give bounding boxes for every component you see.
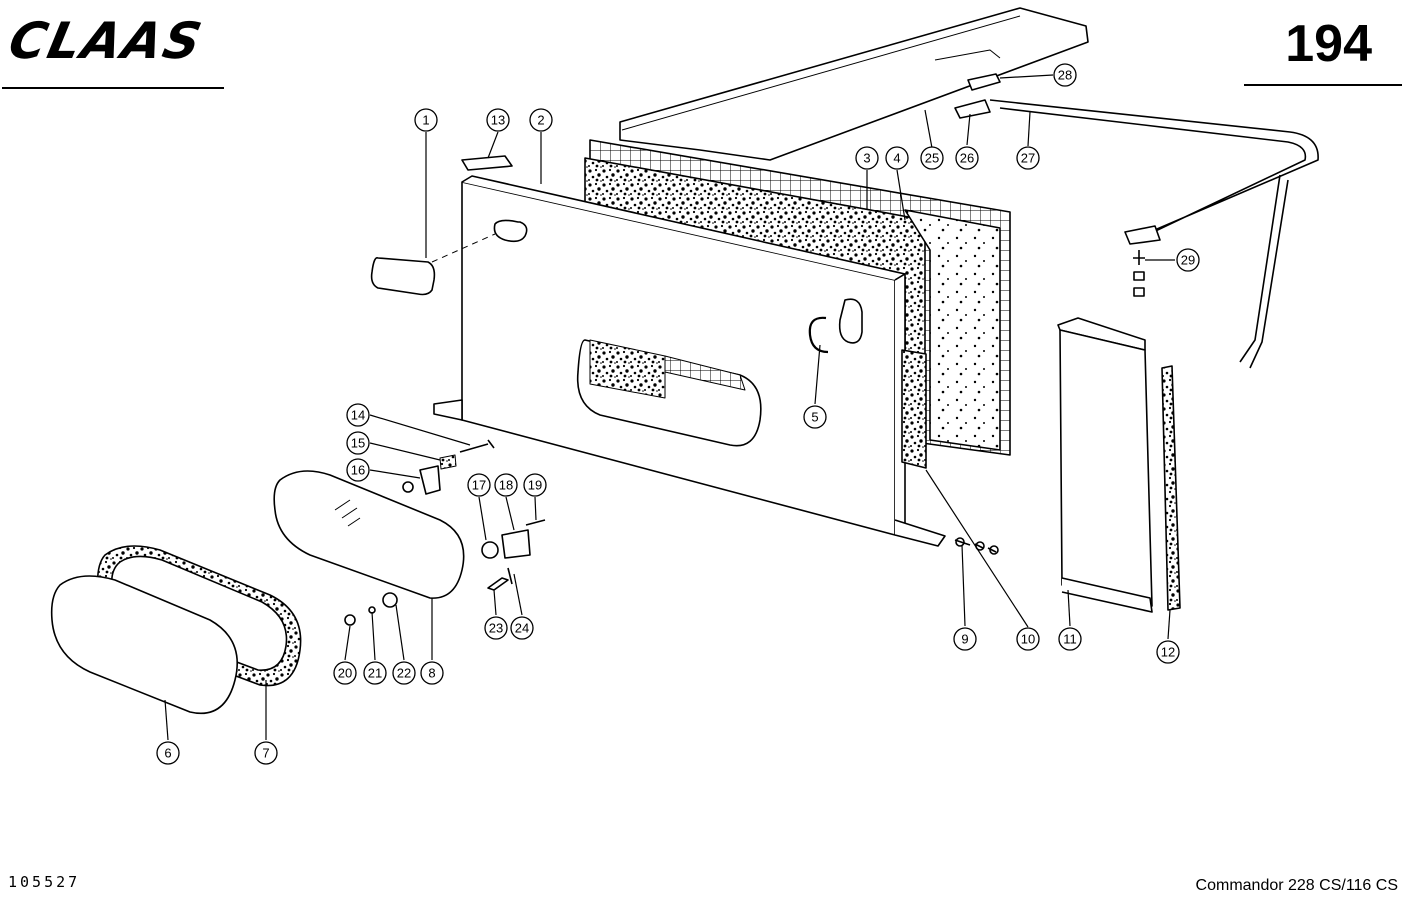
callout-label: 1 (422, 113, 429, 128)
callout-label: 6 (164, 746, 171, 761)
callout-label: 20 (338, 666, 352, 681)
part-28-clip (967, 73, 1001, 91)
callout-16: 16 (346, 458, 370, 482)
callout-2: 2 (529, 108, 553, 132)
callout-label: 10 (1021, 632, 1035, 647)
part-23-clip (487, 577, 509, 591)
callout-label: 23 (489, 621, 503, 636)
header-rule-right (1244, 84, 1402, 86)
callout-label: 16 (351, 463, 365, 478)
callout-24: 24 (510, 616, 534, 640)
callout-11: 11 (1058, 627, 1082, 651)
part-16-latch (419, 465, 441, 495)
callout-1: 1 (414, 108, 438, 132)
callout-13: 13 (486, 108, 510, 132)
callout-18: 18 (494, 473, 518, 497)
callout-label: 14 (351, 408, 365, 423)
callout-26: 26 (955, 146, 979, 170)
part-12-strip (1161, 365, 1181, 611)
callout-3: 3 (855, 146, 879, 170)
part-13-plate (461, 155, 513, 171)
callout-27: 27 (1016, 146, 1040, 170)
header-rule-left (2, 87, 224, 89)
callout-25: 25 (920, 146, 944, 170)
callout-8: 8 (420, 661, 444, 685)
callout-9: 9 (953, 627, 977, 651)
part-14-bolt (459, 439, 495, 453)
callout-17: 17 (467, 473, 491, 497)
callout-23: 23 (484, 616, 508, 640)
callout-label: 5 (811, 410, 818, 425)
part-15-spring (439, 454, 457, 470)
callout-14: 14 (346, 403, 370, 427)
callout-4: 4 (885, 146, 909, 170)
callout-label: 11 (1063, 632, 1077, 647)
callout-28: 28 (1053, 63, 1077, 87)
callout-7: 7 (254, 741, 278, 765)
callout-label: 25 (925, 151, 939, 166)
callout-20: 20 (333, 661, 357, 685)
callout-label: 8 (428, 666, 435, 681)
part-1-plate (370, 257, 436, 296)
part-29-bolt (1133, 250, 1145, 297)
callout-label: 15 (351, 436, 365, 451)
callout-label: 4 (893, 151, 900, 166)
callout-label: 7 (262, 746, 269, 761)
part-6-glass (50, 575, 239, 714)
part-19-screw (525, 519, 546, 526)
callout-label: 2 (537, 113, 544, 128)
callout-29: 29 (1176, 248, 1200, 272)
part-8-glass (273, 470, 465, 599)
part-18-clip (501, 529, 531, 559)
callout-label: 18 (499, 478, 513, 493)
callout-label: 27 (1021, 151, 1035, 166)
callout-21: 21 (363, 661, 387, 685)
callout-label: 24 (515, 621, 529, 636)
callout-label: 12 (1161, 645, 1175, 660)
callout-label: 13 (491, 113, 505, 128)
page-number: 194 (1285, 15, 1372, 73)
callout-label: 19 (528, 478, 542, 493)
callout-19: 19 (523, 473, 547, 497)
callout-6: 6 (156, 741, 180, 765)
callout-label: 22 (397, 666, 411, 681)
callout-label: 9 (961, 632, 968, 647)
callout-label: 26 (960, 151, 974, 166)
part-27-rod (989, 99, 1319, 237)
document-number: 105527 (8, 873, 81, 891)
callout-label: 21 (368, 666, 382, 681)
part-20-nut (344, 614, 356, 626)
callout-22: 22 (392, 661, 416, 685)
part-24-screw (507, 567, 513, 585)
part-26-bracket (954, 99, 991, 119)
callout-10: 10 (1016, 627, 1040, 651)
callout-15: 15 (346, 431, 370, 455)
roof-panel (619, 7, 1089, 161)
part-22-washer (382, 592, 398, 608)
callout-5: 5 (803, 405, 827, 429)
part-17-washer (481, 541, 499, 559)
part-11-side-panel (1057, 317, 1146, 351)
part-10-strip (901, 349, 927, 469)
callout-label: 17 (472, 478, 486, 493)
callout-label: 29 (1181, 253, 1195, 268)
callout-label: 3 (863, 151, 870, 166)
model-name: Commandor 228 CS/116 CS (1195, 877, 1398, 894)
callout-label: 28 (1058, 68, 1072, 83)
callout-12: 12 (1156, 640, 1180, 664)
